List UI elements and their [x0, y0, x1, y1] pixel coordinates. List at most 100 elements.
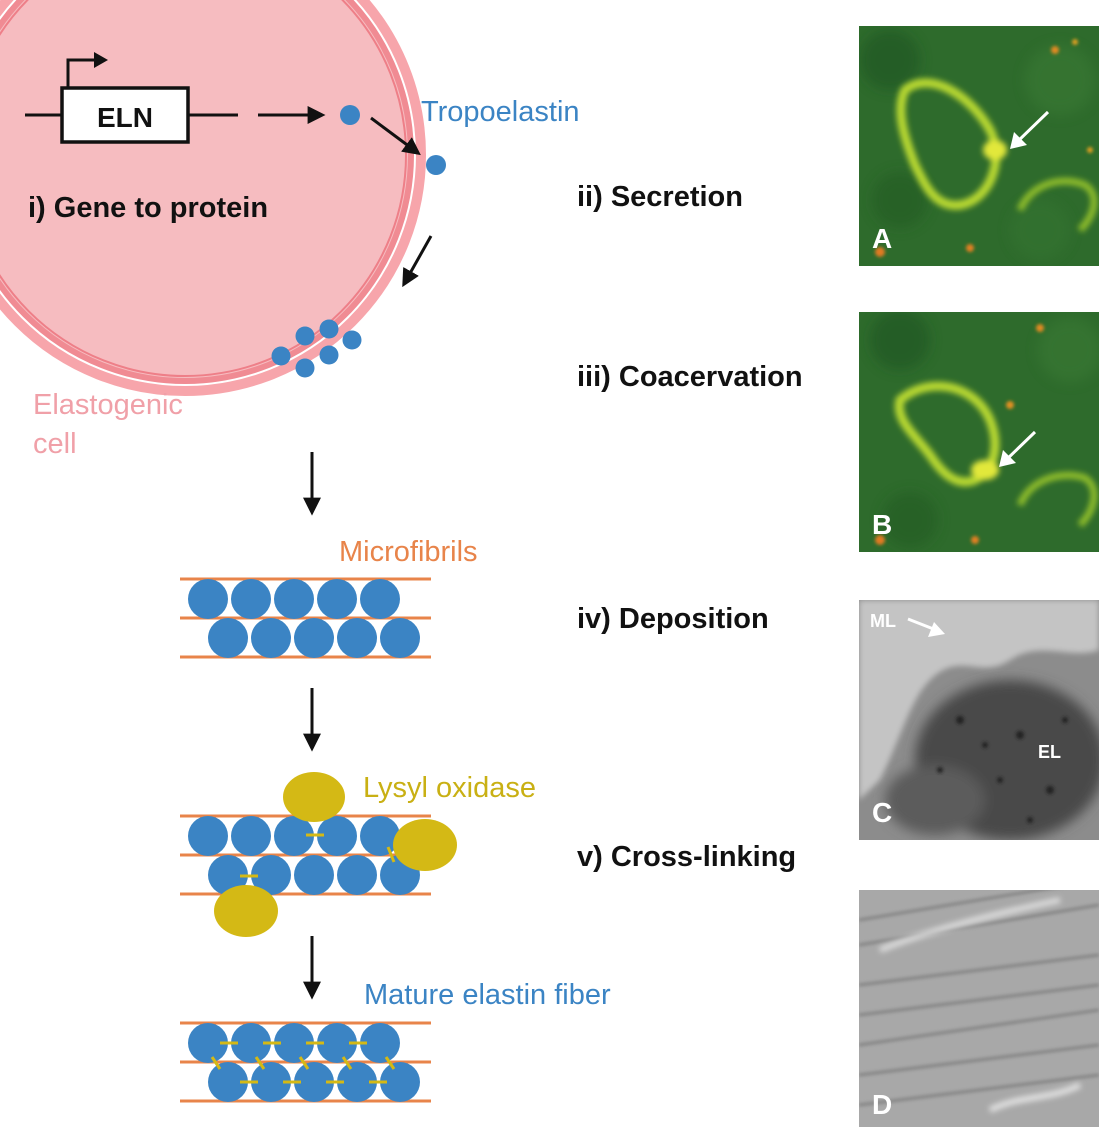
- gene-label: ELN: [97, 102, 153, 133]
- tropoelastin-bead: [317, 1023, 357, 1063]
- tropoelastin-bead: [274, 579, 314, 619]
- microfibrils-label: Microfibrils: [339, 536, 478, 568]
- panel-c-arrow-head-icon: [928, 622, 945, 637]
- panel-b-bright-spot: [971, 460, 999, 480]
- crosslink-bond: [386, 846, 396, 863]
- coacervate-dot: [319, 345, 339, 365]
- panel-d-fibril: [859, 1008, 1099, 1047]
- panel-b-red-spot: [875, 535, 885, 545]
- tropoelastin-dot-inside: [340, 105, 360, 125]
- panel-d-fibril: [859, 903, 1099, 947]
- panel-a-cell-signal-2: [1016, 177, 1098, 233]
- panel-c-dark-region: [885, 765, 985, 835]
- panel-c-granule: [1046, 786, 1054, 794]
- promoter-arrow-head-icon: [94, 52, 108, 68]
- panel-d-fibril: [859, 983, 1099, 1017]
- panel-a-cell-signal: [896, 78, 1001, 210]
- tropoelastin-bead: [208, 855, 248, 895]
- mature-fiber: [180, 1021, 431, 1103]
- panel-d-fibril: [859, 1073, 1099, 1107]
- panel-a-arrow-head-icon: [1010, 132, 1027, 149]
- tropoelastin-bead: [208, 618, 248, 658]
- step5-label: v) Cross-linking: [577, 841, 796, 873]
- gene-box: [60, 86, 190, 144]
- lysyl-oxidase-label: Lysyl oxidase: [363, 772, 536, 804]
- tropoelastin-bead: [251, 855, 291, 895]
- coacervate-dot: [271, 346, 291, 366]
- panel-b-red-spot: [1036, 324, 1044, 332]
- tropoelastin-bead: [231, 816, 271, 856]
- panel-c-granule: [1016, 731, 1024, 739]
- panel-a-texture: [1010, 200, 1070, 260]
- step4-label: iv) Deposition: [577, 603, 769, 635]
- panel-b-red-spot: [971, 536, 979, 544]
- crosslinking-fiber: [180, 772, 457, 937]
- panel-a-red-spot: [875, 247, 885, 257]
- tropoelastin-bead: [360, 816, 400, 856]
- promoter-arrow-icon: [66, 58, 96, 88]
- panel-a-texture: [872, 172, 928, 228]
- panel-c-el-label: EL: [1038, 742, 1061, 762]
- panel-b-texture: [870, 312, 930, 370]
- panel-a-red-spot: [1051, 46, 1059, 54]
- panel-b-red-spot: [1006, 401, 1014, 409]
- tropoelastin-bead: [317, 579, 357, 619]
- deposition-fiber: [180, 577, 431, 659]
- tropoelastin-bead: [274, 816, 314, 856]
- panel-a-red-spot: [966, 244, 974, 252]
- tropoelastin-bead: [380, 618, 420, 658]
- elastogenic-label: Elastogenic: [33, 389, 183, 421]
- coacervate-dot: [342, 330, 362, 350]
- panel-b-arrow-head-icon: [999, 450, 1016, 467]
- panel-a-texture: [1025, 45, 1095, 115]
- tropoelastin-bead: [380, 1062, 420, 1102]
- panel-d-light-band: [988, 1082, 1082, 1113]
- panel-c-letter: C: [872, 797, 892, 828]
- panel-c-light-region: [859, 600, 1099, 800]
- tropoelastin-bead: [231, 1023, 271, 1063]
- tropoelastin-bead: [294, 1062, 334, 1102]
- lysyl-oxidase-enzyme: [214, 885, 278, 937]
- tropoelastin-bead: [251, 618, 291, 658]
- micrograph-panel-a: A: [859, 26, 1099, 266]
- tropoelastin-bead: [208, 1062, 248, 1102]
- micrograph-panel-c: ML EL C: [859, 600, 1099, 840]
- panel-d-fibril: [859, 953, 1099, 987]
- panel-c-granule: [1062, 717, 1068, 723]
- tropoelastin-bead: [274, 1023, 314, 1063]
- arrow-coacervation-icon: [402, 235, 433, 288]
- crosslink-bond: [341, 1056, 353, 1070]
- mature-fiber-label: Mature elastin fiber: [364, 979, 611, 1011]
- coacervate-dot: [295, 358, 315, 378]
- panel-a-arrow-icon: [1014, 110, 1050, 145]
- lysyl-oxidase-enzyme: [283, 772, 345, 822]
- eln-gene: ELN: [25, 52, 238, 144]
- panel-d-light-band: [878, 897, 1061, 953]
- tropoelastin-label: Tropoelastin: [421, 96, 580, 128]
- tropoelastin-bead: [188, 1023, 228, 1063]
- panel-a-red-spot: [1087, 147, 1093, 153]
- coacervate-dot: [295, 326, 315, 346]
- crosslink-bond: [384, 1056, 396, 1070]
- tropoelastin-bead: [188, 579, 228, 619]
- panel-a-bright-spot: [983, 140, 1007, 160]
- panel-b-letter: B: [872, 509, 892, 540]
- panel-c-granule: [982, 742, 988, 748]
- panel-b-texture: [882, 492, 938, 548]
- panel-b-texture: [1038, 318, 1099, 382]
- panel-a-texture: [860, 30, 920, 90]
- panel-d-letter: D: [872, 1089, 892, 1120]
- crosslink-bond: [254, 1056, 266, 1070]
- coacervate-dot: [319, 319, 339, 339]
- tropoelastin-bead: [317, 816, 357, 856]
- panel-a-red-spot: [1072, 39, 1078, 45]
- arrow-secretion-icon: [370, 116, 421, 156]
- panel-d-fibril: [859, 890, 1049, 922]
- cell-label: cell: [33, 428, 77, 460]
- crosslink-bond: [210, 1056, 222, 1070]
- panel-d-fibril: [859, 1043, 1099, 1077]
- micrograph-panel-d: D: [859, 890, 1099, 1127]
- panel-c-granule: [1027, 817, 1033, 823]
- tropoelastin-bead: [360, 579, 400, 619]
- tropoelastin-bead: [360, 1023, 400, 1063]
